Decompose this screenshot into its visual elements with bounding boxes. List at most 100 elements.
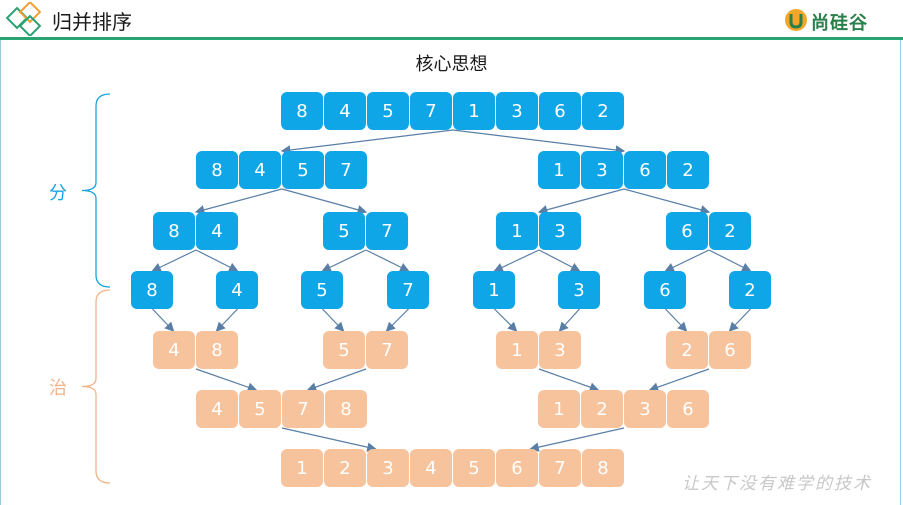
cell-value: 6 bbox=[682, 399, 693, 420]
array-cell bbox=[216, 271, 258, 309]
cell-value: 7 bbox=[425, 101, 436, 122]
array-cell bbox=[473, 271, 515, 309]
array-group: 5 bbox=[301, 271, 343, 309]
array-cell bbox=[282, 151, 324, 189]
slide-header: 归并排序 尚硅谷 bbox=[0, 0, 903, 38]
cell-value: 4 bbox=[231, 280, 242, 301]
cell-value: 7 bbox=[381, 221, 392, 242]
array-group: 1 bbox=[473, 271, 515, 309]
array-cell bbox=[644, 271, 686, 309]
cell-value: 3 bbox=[382, 458, 393, 479]
array-cell bbox=[325, 390, 367, 428]
brand-u-icon bbox=[785, 9, 807, 31]
cell-value: 3 bbox=[554, 221, 565, 242]
cell-value: 7 bbox=[297, 399, 308, 420]
array-group: 4 bbox=[216, 271, 258, 309]
flow-arrow bbox=[648, 368, 710, 392]
cell-value: 2 bbox=[682, 160, 693, 181]
cell-value: 8 bbox=[168, 221, 179, 242]
cell-value: 3 bbox=[639, 399, 650, 420]
cell-value: 5 bbox=[338, 340, 349, 361]
array-group: 1 3 6 2 bbox=[538, 151, 709, 189]
cell-value: 3 bbox=[596, 160, 607, 181]
cell-value: 6 bbox=[554, 101, 565, 122]
array-cell bbox=[153, 331, 195, 369]
array-cell bbox=[410, 92, 452, 130]
cell-value: 1 bbox=[468, 101, 479, 122]
array-cell bbox=[323, 331, 365, 369]
array-group: 3 bbox=[558, 271, 600, 309]
array-cell bbox=[709, 331, 751, 369]
array-group: 8 bbox=[131, 271, 173, 309]
array-cell bbox=[367, 449, 409, 487]
cell-value: 6 bbox=[724, 340, 735, 361]
flow-arrow bbox=[494, 308, 518, 332]
cell-value: 5 bbox=[382, 101, 393, 122]
cell-value: 2 bbox=[339, 458, 350, 479]
cell-value: 3 bbox=[573, 280, 584, 301]
array-cell bbox=[323, 212, 365, 250]
array-cell bbox=[324, 92, 366, 130]
flow-arrow bbox=[281, 427, 377, 452]
array-cell bbox=[325, 151, 367, 189]
cell-value: 2 bbox=[596, 399, 607, 420]
cell-value: 4 bbox=[211, 399, 222, 420]
flow-arrow bbox=[529, 427, 625, 452]
cell-value: 6 bbox=[681, 221, 692, 242]
flow-arrow bbox=[493, 249, 540, 272]
cell-value: 6 bbox=[659, 280, 670, 301]
cell-value: 5 bbox=[338, 221, 349, 242]
diamond-logo-icon bbox=[5, 2, 42, 36]
array-cell bbox=[196, 331, 238, 369]
array-cell bbox=[539, 212, 581, 250]
array-cell bbox=[558, 271, 600, 309]
footer-slogan: 让天下没有难学的技术 bbox=[682, 474, 872, 494]
flow-arrow bbox=[665, 308, 688, 332]
array-cell bbox=[667, 390, 709, 428]
right-frame-line bbox=[900, 40, 901, 505]
array-cell bbox=[387, 271, 429, 309]
array-cell bbox=[239, 151, 281, 189]
core-idea-title: 核心思想 bbox=[415, 54, 488, 75]
array-cell bbox=[301, 271, 343, 309]
cell-value: 4 bbox=[339, 101, 350, 122]
flow-arrow bbox=[195, 249, 239, 272]
cell-value: 3 bbox=[511, 101, 522, 122]
flow-arrow bbox=[322, 308, 345, 332]
cell-value: 5 bbox=[254, 399, 265, 420]
array-cell bbox=[196, 151, 238, 189]
flow-arrow bbox=[728, 308, 751, 332]
cell-value: 1 bbox=[553, 160, 564, 181]
array-cell bbox=[410, 449, 452, 487]
flow-arrow bbox=[664, 249, 710, 272]
array-cell bbox=[538, 151, 580, 189]
brand-name: 尚硅谷 bbox=[811, 13, 868, 34]
cell-value: 3 bbox=[554, 340, 565, 361]
array-cell bbox=[667, 151, 709, 189]
array-cell bbox=[366, 331, 408, 369]
header-divider bbox=[0, 37, 903, 40]
flow-arrow bbox=[708, 249, 752, 272]
flow-arrow bbox=[281, 188, 368, 215]
array-cell bbox=[367, 92, 409, 130]
cell-value: 2 bbox=[597, 101, 608, 122]
flow-arrow bbox=[385, 308, 409, 332]
array-cell bbox=[131, 271, 173, 309]
array-cell bbox=[496, 92, 538, 130]
cell-value: 5 bbox=[468, 458, 479, 479]
cell-value: 1 bbox=[553, 399, 564, 420]
flow-arrow bbox=[558, 308, 580, 332]
cell-value: 8 bbox=[296, 101, 307, 122]
array-cell bbox=[582, 92, 624, 130]
cell-value: 6 bbox=[639, 160, 650, 181]
array-cell bbox=[666, 331, 708, 369]
flow-arrow bbox=[280, 129, 454, 155]
cell-value: 1 bbox=[488, 280, 499, 301]
cell-value: 8 bbox=[211, 160, 222, 181]
cell-value: 4 bbox=[211, 221, 222, 242]
array-cell bbox=[496, 212, 538, 250]
array-group: 6 bbox=[644, 271, 686, 309]
array-cell bbox=[729, 271, 771, 309]
